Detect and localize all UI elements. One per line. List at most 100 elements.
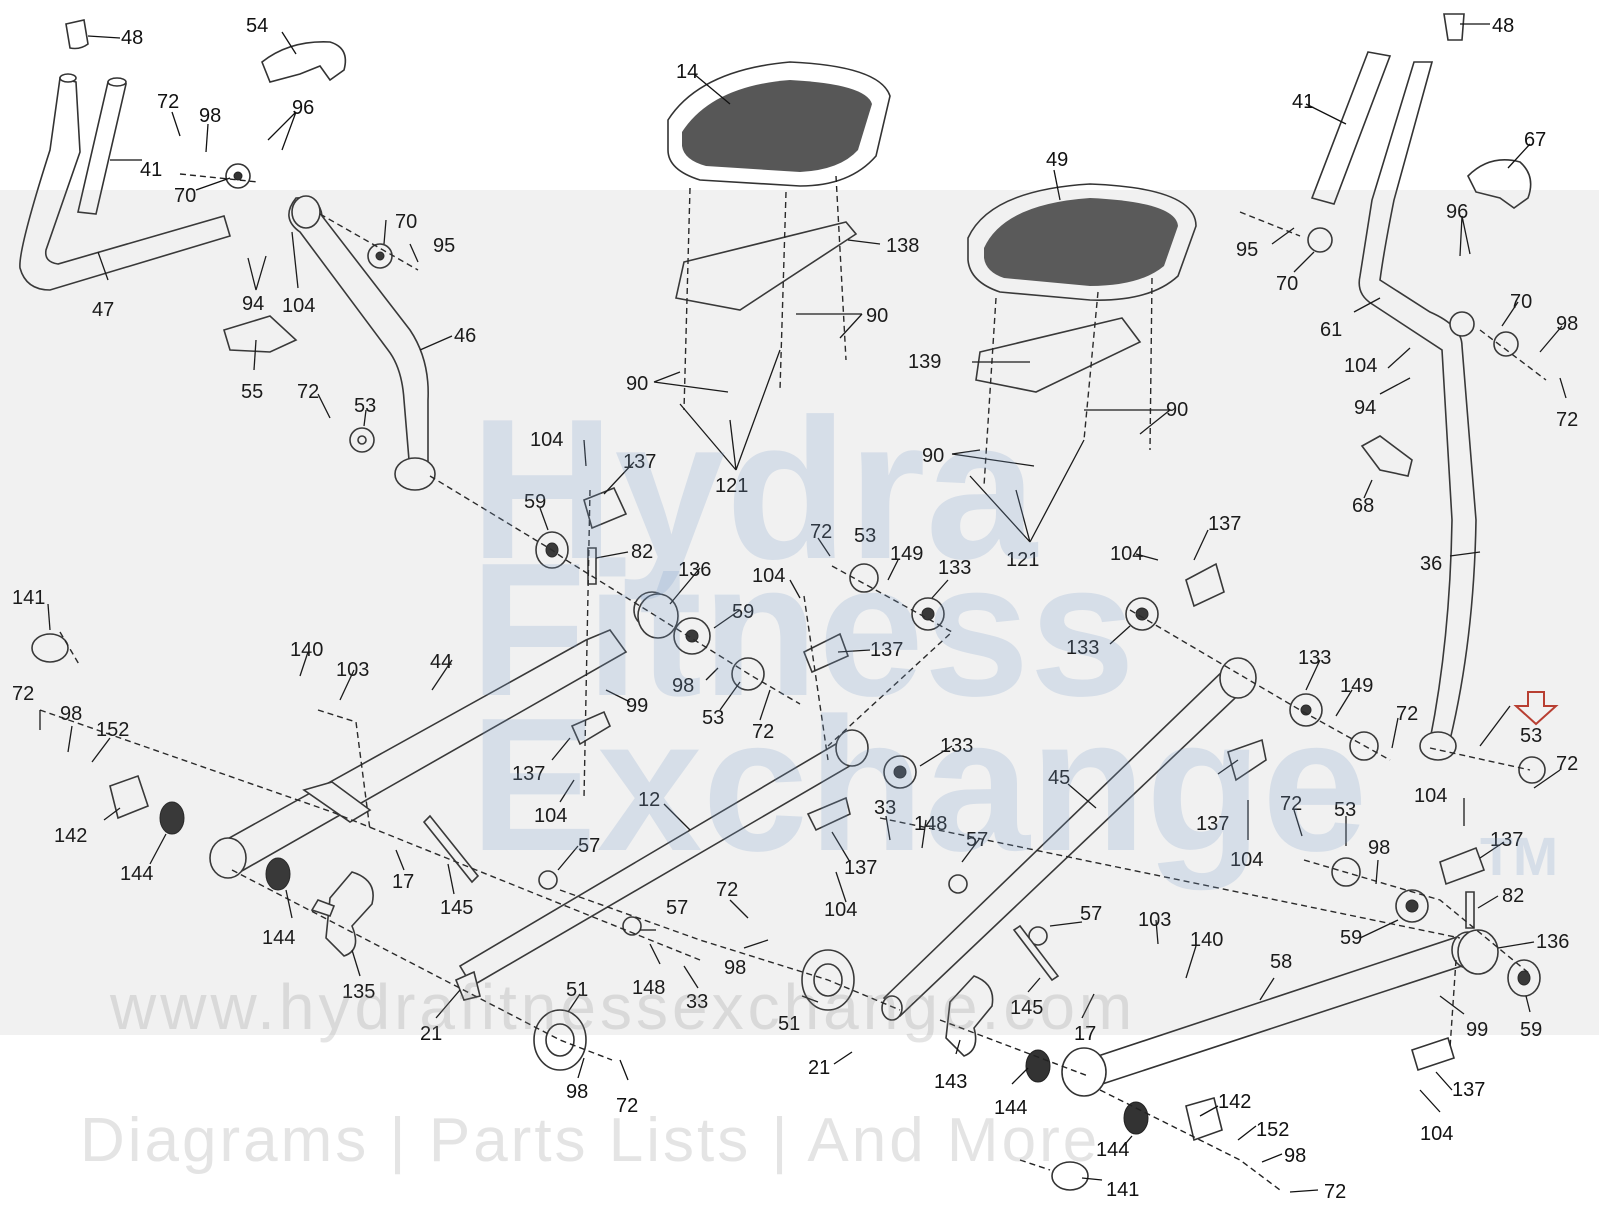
label-121: 121	[1006, 549, 1039, 571]
label-72: 72	[616, 1095, 638, 1117]
label-33: 33	[686, 991, 708, 1013]
label-70: 70	[174, 185, 196, 207]
label-104: 104	[282, 295, 315, 317]
label-90: 90	[1166, 399, 1188, 421]
label-72: 72	[1280, 793, 1302, 815]
label-99: 99	[626, 695, 648, 717]
label-14: 14	[676, 61, 698, 83]
label-142: 142	[1218, 1091, 1251, 1113]
label-104: 104	[1344, 355, 1377, 377]
label-46: 46	[454, 325, 476, 347]
label-144: 144	[1096, 1139, 1129, 1161]
label-99: 99	[1466, 1019, 1488, 1041]
left-bracket-part	[223, 315, 298, 353]
handlebar-cover-part	[261, 41, 347, 83]
right-crank-arm-part	[882, 664, 1254, 1018]
leader-lines	[39, 23, 1567, 1193]
label-96: 96	[1446, 201, 1468, 223]
label-57: 57	[666, 897, 688, 919]
label-72: 72	[1396, 703, 1418, 725]
label-98: 98	[199, 105, 221, 127]
label-152: 152	[96, 719, 129, 741]
label-51: 51	[566, 979, 588, 1001]
label-44: 44	[430, 651, 452, 673]
label-58: 58	[1270, 951, 1292, 973]
label-41: 41	[1292, 91, 1314, 113]
label-142: 142	[54, 825, 87, 847]
label-104: 104	[530, 429, 563, 451]
label-72: 72	[1556, 409, 1578, 431]
label-45: 45	[1048, 767, 1070, 789]
label-121: 121	[715, 475, 748, 497]
left-end-cap-part	[65, 19, 89, 50]
label-67: 67	[1524, 129, 1546, 151]
label-144: 144	[262, 927, 295, 949]
right-crank-knob-part	[945, 975, 994, 1057]
label-72: 72	[1324, 1181, 1346, 1203]
right-pedal-part	[967, 183, 1197, 301]
label-72: 72	[1556, 753, 1578, 775]
label-72: 72	[752, 721, 774, 743]
label-51: 51	[778, 1013, 800, 1035]
label-41: 41	[140, 159, 162, 181]
label-143: 143	[934, 1071, 967, 1093]
label-90: 90	[626, 373, 648, 395]
label-137: 137	[1490, 829, 1523, 851]
label-137: 137	[623, 451, 656, 473]
label-59: 59	[1520, 1019, 1542, 1041]
callout-labels: 48 54 72 98 96 41 70 47 70 95 94 104 46 …	[12, 15, 1578, 1203]
label-98: 98	[1368, 837, 1390, 859]
label-98: 98	[1556, 313, 1578, 335]
label-104: 104	[534, 805, 567, 827]
label-103: 103	[336, 659, 369, 681]
label-133: 133	[1298, 647, 1331, 669]
label-54: 54	[246, 15, 268, 37]
label-53: 53	[1520, 725, 1542, 747]
label-133: 133	[940, 735, 973, 757]
label-145: 145	[1010, 997, 1043, 1019]
label-144: 144	[120, 863, 153, 885]
label-49: 49	[1046, 149, 1068, 171]
label-53: 53	[702, 707, 724, 729]
label-17: 17	[1074, 1023, 1096, 1045]
label-149: 149	[890, 543, 923, 565]
label-72: 72	[810, 521, 832, 543]
label-70: 70	[1510, 291, 1532, 313]
left-pedal-plate-part	[675, 221, 858, 311]
label-137: 137	[1208, 513, 1241, 535]
label-82: 82	[1502, 885, 1524, 907]
label-137: 137	[1452, 1079, 1485, 1101]
label-53: 53	[1334, 799, 1356, 821]
label-137: 137	[844, 857, 877, 879]
left-crank-knob-part	[325, 871, 374, 957]
label-137: 137	[512, 763, 545, 785]
left-crank-cap-part	[109, 774, 149, 820]
label-98: 98	[1284, 1145, 1306, 1167]
label-94: 94	[1354, 397, 1376, 419]
label-96: 96	[292, 97, 314, 119]
label-12: 12	[638, 789, 660, 811]
label-136: 136	[678, 559, 711, 581]
label-72: 72	[716, 879, 738, 901]
right-bracket-part	[1360, 435, 1413, 477]
label-104: 104	[752, 565, 785, 587]
label-48: 48	[1492, 15, 1514, 37]
label-148: 148	[632, 977, 665, 999]
label-70: 70	[1276, 273, 1298, 295]
label-139: 139	[908, 351, 941, 373]
label-104: 104	[824, 899, 857, 921]
label-103: 103	[1138, 909, 1171, 931]
left-handlebar-part	[19, 77, 231, 291]
label-21: 21	[808, 1057, 830, 1079]
label-149: 149	[1340, 675, 1373, 697]
label-82: 82	[631, 541, 653, 563]
label-72: 72	[297, 381, 319, 403]
right-handlebar-cover-part	[1467, 159, 1532, 209]
label-141: 141	[12, 587, 45, 609]
label-95: 95	[1236, 239, 1258, 261]
label-141: 141	[1106, 1179, 1139, 1201]
left-grip-part	[77, 81, 127, 215]
label-90: 90	[922, 445, 944, 467]
label-138: 138	[886, 235, 919, 257]
right-end-cap-part	[1443, 13, 1465, 41]
